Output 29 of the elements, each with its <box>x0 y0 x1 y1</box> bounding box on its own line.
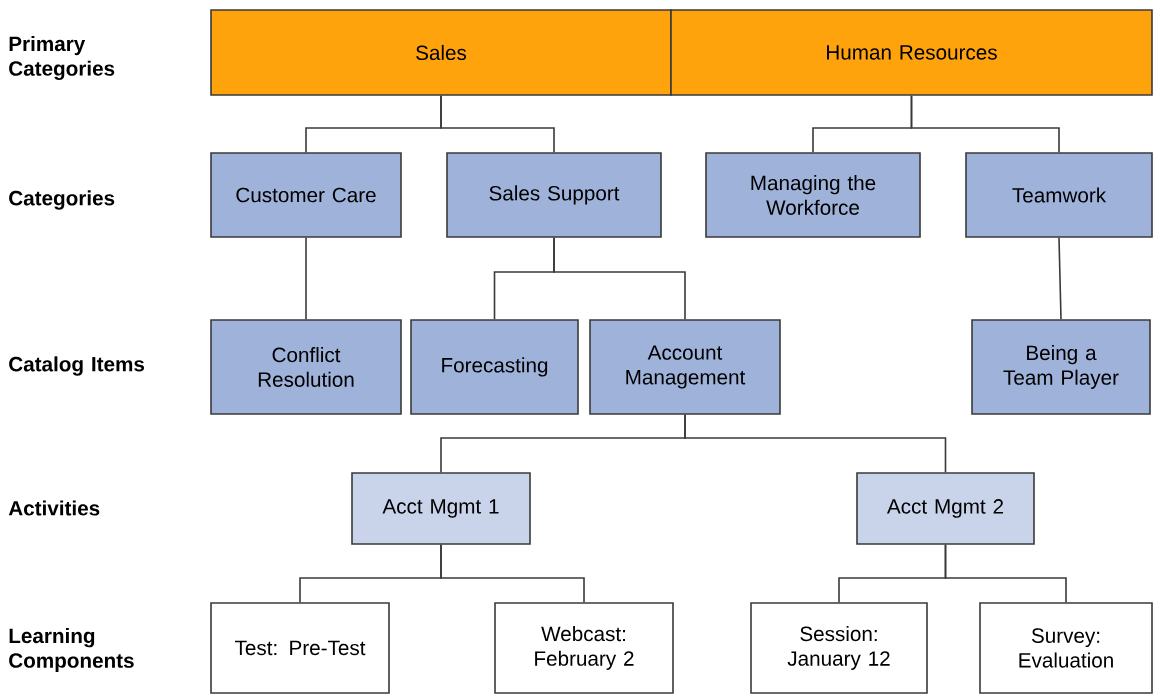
connector-line <box>440 544 585 603</box>
row-label: Categories <box>9 190 115 210</box>
category-box: Account Management <box>589 319 781 415</box>
connector-line <box>1058 237 1062 320</box>
category-box: Conflict Resolution <box>210 319 402 415</box>
category-box: Sales Support <box>446 152 662 238</box>
category-box: Acct Mgmt 1 <box>351 472 531 545</box>
category-box: Customer Care <box>210 152 402 238</box>
connector-line <box>305 237 307 320</box>
category-box: Acct Mgmt 2 <box>856 472 1035 545</box>
row-label: Catalog Items <box>9 356 145 376</box>
row-label: Primary Categories <box>9 36 115 80</box>
connector-line <box>944 544 1067 603</box>
connector-line <box>553 237 686 320</box>
component-box: Survey: Evaluation <box>979 602 1153 694</box>
connector-line <box>910 95 1060 153</box>
component-box: Session: January 12 <box>750 602 928 694</box>
category-box: Forecasting <box>410 319 579 415</box>
category-box: Being a Team Player <box>971 319 1151 415</box>
category-box: Managing the Workforce <box>705 152 921 238</box>
component-box: Webcast: February 2 <box>494 602 674 694</box>
component-box: Test: Pre-Test <box>210 602 390 694</box>
row-label: Learning Components <box>9 628 134 672</box>
row-label: Activities <box>8 500 100 516</box>
category-box: Teamwork <box>965 152 1153 238</box>
connector-line <box>440 95 555 153</box>
category-box: Human Resources <box>670 9 1153 96</box>
category-box: Sales <box>210 9 672 96</box>
connector-line <box>684 414 947 473</box>
